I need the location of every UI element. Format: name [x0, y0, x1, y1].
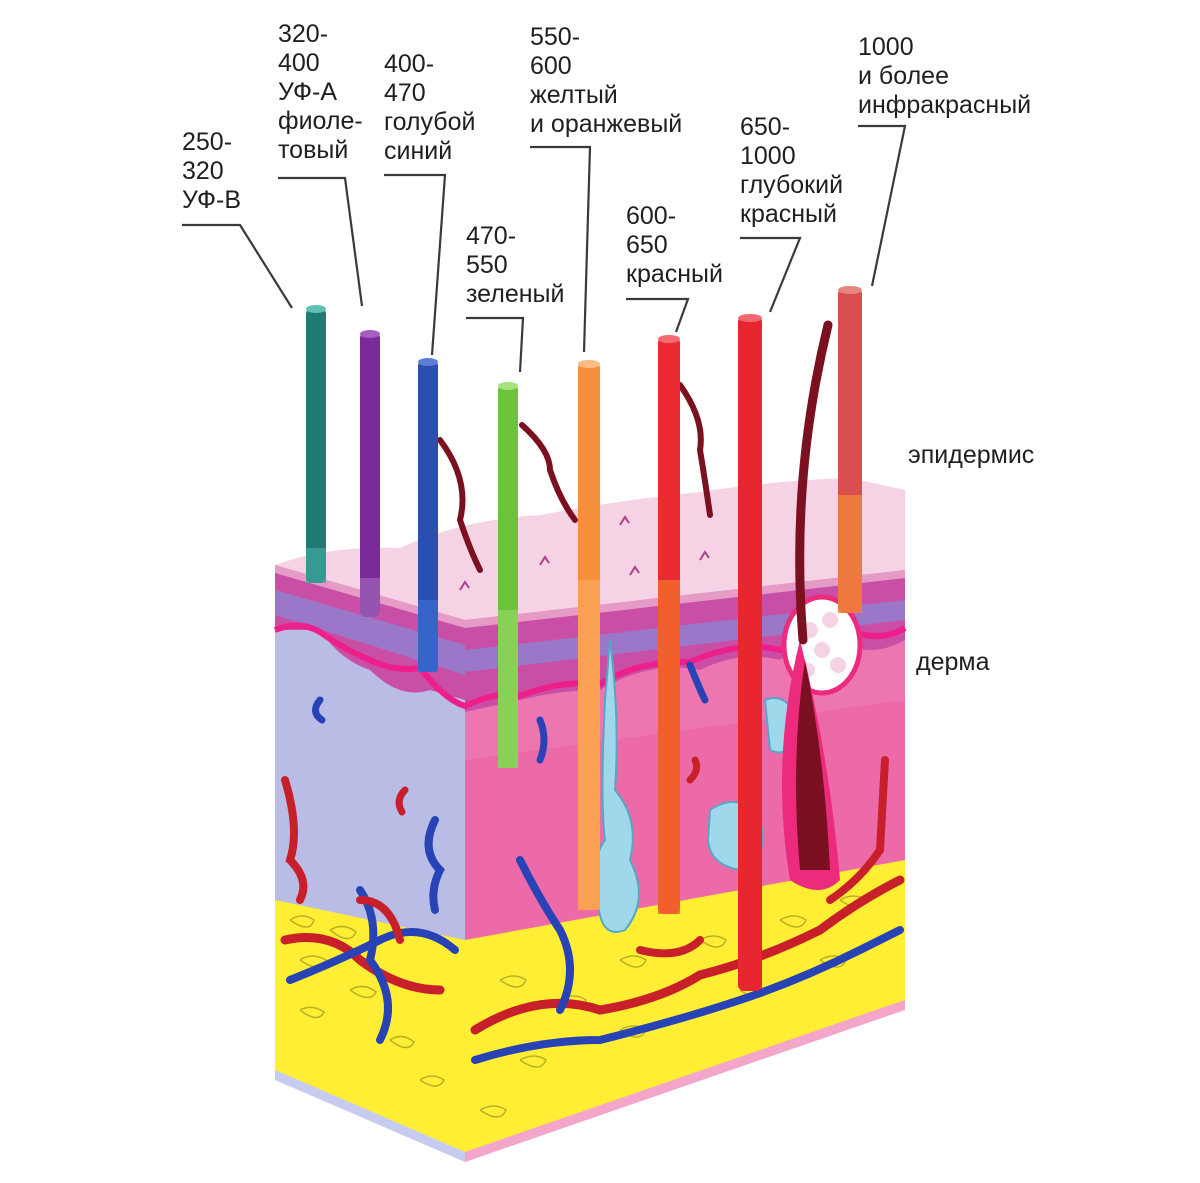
- beam-blue: [418, 358, 438, 672]
- label-epidermis: эпидермис: [908, 441, 1034, 469]
- label-red-line: 650: [626, 231, 668, 259]
- label-infrared-line: и более: [858, 62, 949, 90]
- label-green: 470- 550 зеленый: [466, 222, 565, 308]
- beam-green: [498, 382, 518, 768]
- label-uvb: 250- 320 УФ-В: [182, 128, 241, 214]
- label-red-line: 600-: [626, 202, 676, 230]
- label-uva-line: фиоле-: [278, 107, 363, 135]
- label-red: 600- 650 красный: [626, 202, 723, 288]
- label-orange-line: и оранжевый: [530, 110, 682, 138]
- beam-labels: 250- 320 УФ-В 320- 400 УФ-А фиоле- товый…: [182, 20, 1031, 308]
- label-deep-red: 650- 1000 глубокий красный: [740, 113, 850, 228]
- label-orange-line: 550-: [530, 23, 580, 51]
- label-uva-line: 400: [278, 49, 320, 77]
- label-uva-line: 320-: [278, 20, 328, 48]
- label-blue-line: голубой: [384, 108, 475, 136]
- label-dermis: дерма: [916, 648, 990, 676]
- layer-labels: эпидермис дерма: [908, 441, 1034, 676]
- label-uvb-line: 250-: [182, 128, 232, 156]
- label-infrared-line: 1000: [858, 33, 914, 61]
- label-green-line: 550: [466, 251, 508, 279]
- beam-uva: [360, 330, 380, 617]
- beam-infrared: [838, 286, 862, 613]
- beam-red: [658, 335, 680, 914]
- label-infrared-line: инфракрасный: [858, 91, 1031, 119]
- label-red-line: красный: [626, 260, 723, 288]
- label-deep-red-line: 1000: [740, 142, 796, 170]
- label-blue-line: синий: [384, 137, 452, 165]
- label-uva: 320- 400 УФ-А фиоле- товый: [278, 20, 370, 164]
- label-green-line: 470-: [466, 222, 516, 250]
- beam-uvb: [306, 305, 326, 583]
- label-deep-red-line: красный: [740, 200, 837, 228]
- label-uva-line: товый: [278, 136, 348, 164]
- label-uvb-line: 320: [182, 157, 224, 185]
- label-uvb-line: УФ-В: [182, 186, 241, 214]
- label-uva-line: УФ-А: [278, 78, 337, 106]
- label-blue: 400- 470 голубой синий: [384, 50, 482, 165]
- label-orange-line: желтый: [530, 81, 618, 109]
- beam-orange: [578, 360, 600, 910]
- label-blue-line: 470: [384, 79, 426, 107]
- label-deep-red-line: 650-: [740, 113, 790, 141]
- label-blue-line: 400-: [384, 50, 434, 78]
- label-orange-line: 600: [530, 52, 572, 80]
- label-green-line: зеленый: [466, 280, 565, 308]
- beam-deep-red: [738, 314, 762, 991]
- label-orange: 550- 600 желтый и оранжевый: [530, 23, 682, 138]
- label-deep-red-line: глубокий: [740, 171, 843, 199]
- label-infrared: 1000 и более инфракрасный: [858, 33, 1031, 119]
